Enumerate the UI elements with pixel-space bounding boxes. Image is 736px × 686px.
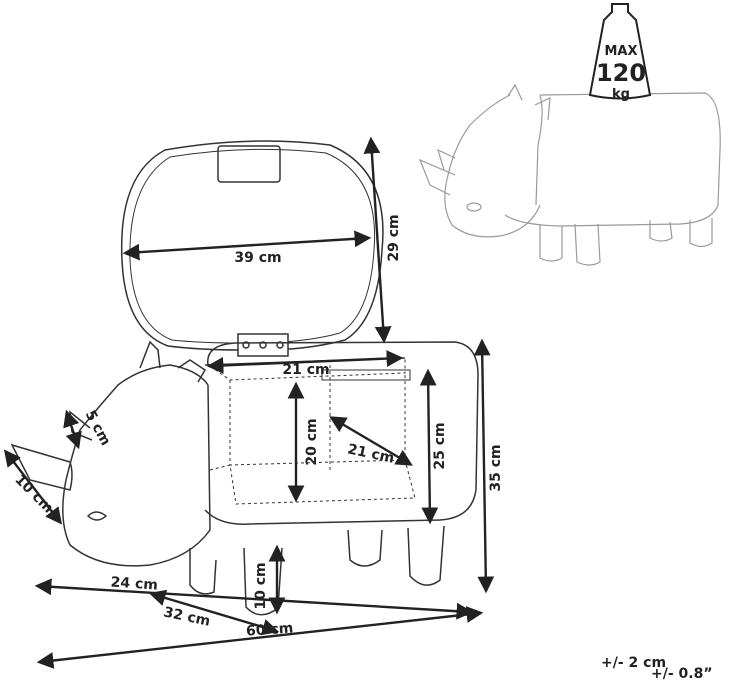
weight-unit-label: kg [612,87,630,102]
weight-max-label: MAX [604,44,637,59]
seat-height-arrow [419,368,439,525]
lid-width-arrow [122,230,372,261]
dimension-lines [3,136,495,669]
seat-height-label: 25 cm [432,422,448,469]
compartment-depth-arrow [329,416,413,466]
total-height-label: 35 cm [488,444,504,491]
total-length-label: 60 cm [246,620,294,639]
rhino-stool-illustration [10,140,479,616]
lid-height-arrow [363,136,392,344]
compartment-height-label: 20 cm [304,418,320,465]
lid-height-label: 29 cm [386,214,402,261]
weight-value-label: 120 [596,59,646,87]
compartment-depth-label: 21 cm [346,441,396,466]
total-length-arrow [36,606,484,669]
large-horn-label: 10 cm [11,472,56,517]
tolerance-metric: +/- 2 cm [601,655,667,671]
small-horn-label: 5 cm [82,408,114,449]
lid-width-label: 39 cm [234,250,281,266]
head-length-label: 32 cm [162,604,212,629]
reference-rhino-illustration [418,83,721,266]
leg-height-label: 10 cm [253,562,269,609]
total-height-arrow [473,338,495,594]
weight-icon [588,3,652,100]
compartment-width-label: 21 cm [282,362,329,378]
compartment-width-arrow [206,350,404,374]
body-width-label: 24 cm [110,574,158,593]
large-horn-arrow [3,449,63,525]
tolerance-imperial: +/- 0.8” [651,666,713,682]
small-horn-arrow [63,409,82,450]
